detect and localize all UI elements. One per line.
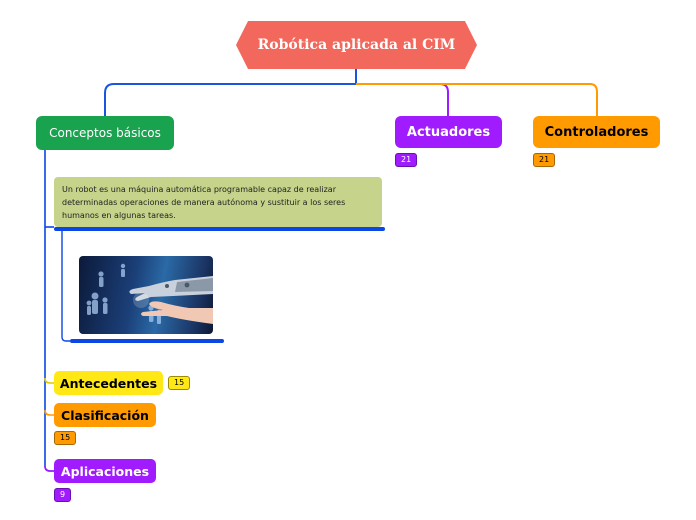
topic-actuadores[interactable]: Actuadores: [395, 116, 502, 148]
connector-spine: [44, 150, 54, 472]
image-underline: [70, 339, 224, 343]
connector-root-conceptos: [104, 69, 357, 116]
actuadores-count-badge[interactable]: 21: [395, 153, 418, 167]
controladores-count-badge[interactable]: 21: [533, 153, 556, 167]
connector-clasificacion: [44, 409, 54, 416]
robot-hand-image[interactable]: [79, 256, 213, 334]
connector-aplicaciones: [44, 465, 54, 472]
root-node[interactable]: Robótica aplicada al CIM: [236, 21, 477, 69]
topic-label: Controladores: [544, 124, 649, 140]
antecedentes-count-badge[interactable]: 15: [168, 376, 191, 390]
topic-label: Actuadores: [406, 124, 491, 140]
definition-text: Un robot es una máquina automática progr…: [62, 185, 346, 220]
connector-root-controladores: [356, 83, 598, 116]
subtopic-label: Antecedentes: [59, 375, 158, 391]
connector-antecedentes: [44, 377, 54, 384]
root-title: Robótica aplicada al CIM: [257, 37, 456, 53]
definition-note[interactable]: Un robot es una máquina automática progr…: [54, 177, 382, 227]
note-underline: [54, 227, 385, 231]
connector-image: [61, 231, 70, 342]
robot-hand-icon: [86, 263, 213, 324]
subtopic-label: Aplicaciones: [60, 463, 150, 479]
connector-root-actuadores: [356, 83, 449, 116]
aplicaciones-count-badge[interactable]: 9: [54, 488, 72, 502]
subtopic-label: Clasificación: [61, 407, 149, 423]
topic-controladores[interactable]: Controladores: [533, 116, 660, 148]
subtopic-antecedentes[interactable]: Antecedentes: [54, 371, 163, 395]
topic-label: Conceptos básicos: [49, 126, 161, 140]
subtopic-clasificacion[interactable]: Clasificación: [54, 403, 156, 427]
clasificacion-count-badge[interactable]: 15: [54, 431, 77, 445]
subtopic-aplicaciones[interactable]: Aplicaciones: [54, 459, 156, 483]
topic-conceptos-basicos[interactable]: Conceptos básicos: [36, 116, 174, 150]
